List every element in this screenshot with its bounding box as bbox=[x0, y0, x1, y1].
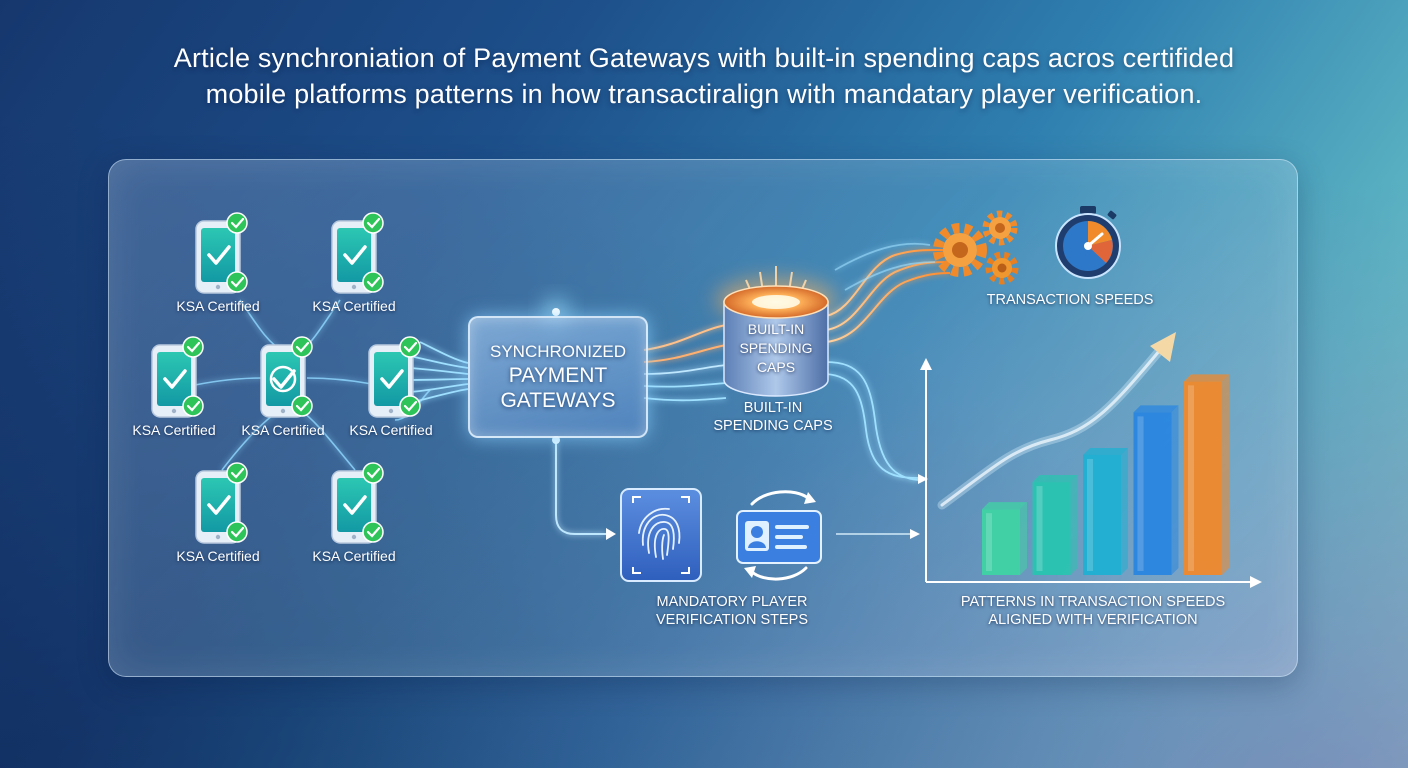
caps-cylinder-line-3: Caps bbox=[756, 359, 796, 375]
chart-arrowhead bbox=[910, 529, 920, 539]
chart-bar-3 bbox=[1083, 447, 1128, 575]
caps-label: Built-in Spending Caps bbox=[713, 399, 832, 435]
check-icon bbox=[226, 462, 248, 484]
database-cylinder-icon bbox=[716, 266, 836, 397]
chart-entry-arrowhead bbox=[918, 474, 928, 484]
trend-arrow-icon bbox=[937, 332, 1176, 510]
check-icon bbox=[399, 336, 421, 358]
gateway-bottom-dot bbox=[552, 436, 560, 444]
gateway-line-3: Gateways bbox=[500, 389, 616, 412]
phone-group bbox=[151, 212, 421, 544]
check-icon bbox=[291, 395, 313, 417]
caps-label-line-2: Spending Caps bbox=[713, 418, 833, 434]
check-icon bbox=[362, 271, 384, 293]
caps-cylinder-text: Built-in Spending Caps bbox=[726, 320, 826, 377]
phone-label-6: KSA Certified bbox=[176, 548, 260, 564]
phone-label-1: KSA Certified bbox=[176, 298, 260, 314]
check-icon bbox=[362, 212, 384, 234]
smartphone-icon bbox=[368, 344, 414, 418]
verification-label-line-2: Verification Steps bbox=[655, 612, 809, 628]
phone-label-7: KSA Certified bbox=[312, 548, 396, 564]
chart-bar-1 bbox=[982, 502, 1027, 575]
chart-bars bbox=[982, 374, 1229, 575]
headline: Article synchroniation of Payment Gatewa… bbox=[40, 40, 1368, 112]
check-icon bbox=[226, 271, 248, 293]
fingerprint-icon bbox=[620, 488, 702, 582]
phone-label-2: KSA Certified bbox=[312, 298, 396, 314]
check-icon bbox=[362, 462, 384, 484]
check-icon bbox=[226, 212, 248, 234]
refresh-arrows-icon bbox=[744, 490, 816, 581]
gear-icon bbox=[933, 210, 1019, 285]
transaction-speeds-label: Transaction Speeds bbox=[986, 292, 1154, 308]
phone-label-3: KSA Certified bbox=[132, 422, 216, 438]
chart-bar-4 bbox=[1133, 405, 1179, 575]
payment-gateway-box: Synchronized Payment Gateways bbox=[468, 316, 648, 438]
gateway-line-2: Payment bbox=[508, 364, 608, 387]
check-icon bbox=[362, 521, 384, 543]
chart-bar-2 bbox=[1032, 475, 1078, 575]
caps-label-line-1: Built-in bbox=[743, 400, 803, 416]
check-icon bbox=[182, 336, 204, 358]
chart-caption: Patterns in Transaction Speeds Aligned w… bbox=[961, 593, 1225, 629]
chart-axes bbox=[920, 358, 1262, 588]
headline-line-1: Article synchroniation of Payment Gatewa… bbox=[173, 43, 1235, 73]
caps-to-chart-lines bbox=[825, 242, 936, 481]
verification-entry-arrowhead bbox=[606, 528, 616, 540]
id-card-icon bbox=[736, 510, 822, 564]
caps-cylinder-line-2: Spending bbox=[739, 340, 813, 356]
stopwatch-icon bbox=[1055, 206, 1121, 279]
caps-cylinder-line-1: Built-in bbox=[747, 321, 805, 337]
phone-label-5: KSA Certified bbox=[349, 422, 433, 438]
check-icon bbox=[291, 336, 313, 358]
chart-caption-line-1: Patterns in Transaction Speeds bbox=[960, 594, 1226, 610]
verification-label-line-1: Mandatory Player bbox=[656, 594, 808, 610]
gateway-to-caps-lines bbox=[643, 324, 727, 402]
phone-label-4: KSA Certified bbox=[241, 422, 325, 438]
gateway-node-dot bbox=[552, 308, 560, 316]
check-icon bbox=[182, 395, 204, 417]
check-icon bbox=[226, 521, 248, 543]
headline-line-2: mobile platforms patterns in how transac… bbox=[205, 79, 1203, 109]
check-icon bbox=[399, 395, 421, 417]
verification-label: Mandatory Player Verification Steps bbox=[656, 593, 808, 629]
gateway-to-verification-line bbox=[555, 440, 606, 535]
gateway-line-1: Synchronized bbox=[489, 342, 626, 361]
chart-caption-line-2: Aligned with Verification bbox=[988, 612, 1198, 628]
chart-bar-5 bbox=[1184, 374, 1229, 575]
